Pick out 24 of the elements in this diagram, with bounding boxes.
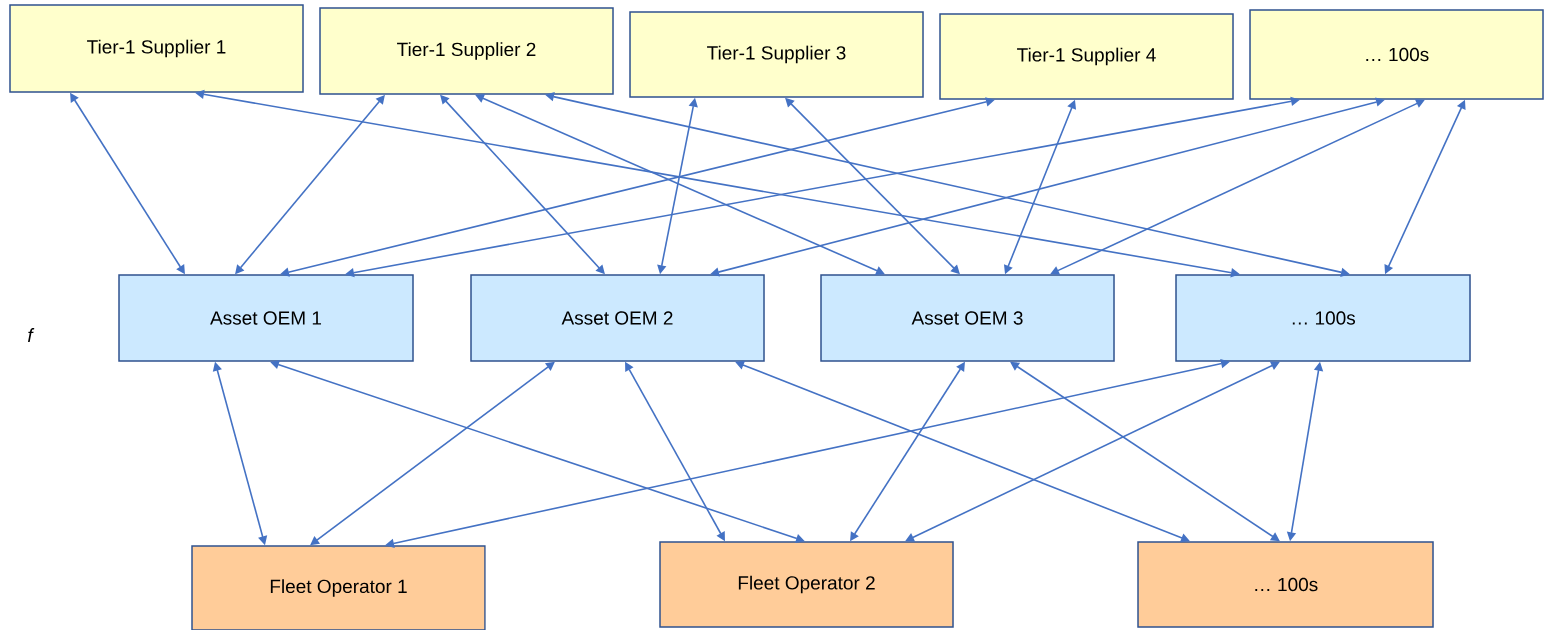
arrow: [345, 96, 1300, 278]
entity-box: Tier-1 Supplier 4: [939, 13, 1234, 100]
arrow: [545, 92, 1350, 277]
arrow: [280, 97, 995, 277]
entity-box: Asset OEM 1: [118, 274, 414, 362]
arrow: [710, 97, 1385, 277]
entity-box: Asset OEM 3: [820, 274, 1115, 362]
arrow: [475, 94, 885, 275]
arrow: [270, 360, 805, 543]
entity-box: … 100s: [1249, 9, 1544, 100]
note-text: f: [28, 328, 35, 342]
entity-box: … 100s: [1175, 274, 1471, 362]
arrow: [1010, 361, 1280, 542]
entity-box: Tier-1 Supplier 3: [629, 11, 924, 98]
entity-box: … 100s: [1137, 541, 1434, 628]
arrow: [385, 359, 1230, 548]
arrow: [735, 360, 1190, 543]
entity-box: Fleet Operator 2: [659, 541, 954, 628]
entity-box: Tier-1 Supplier 1: [9, 4, 304, 93]
entity-box: Asset OEM 2: [470, 274, 765, 362]
entity-box: Fleet Operator 1: [191, 545, 486, 630]
entity-box: Tier-1 Supplier 2: [319, 7, 614, 95]
arrow: [905, 361, 1280, 542]
arrow: [1050, 99, 1425, 275]
